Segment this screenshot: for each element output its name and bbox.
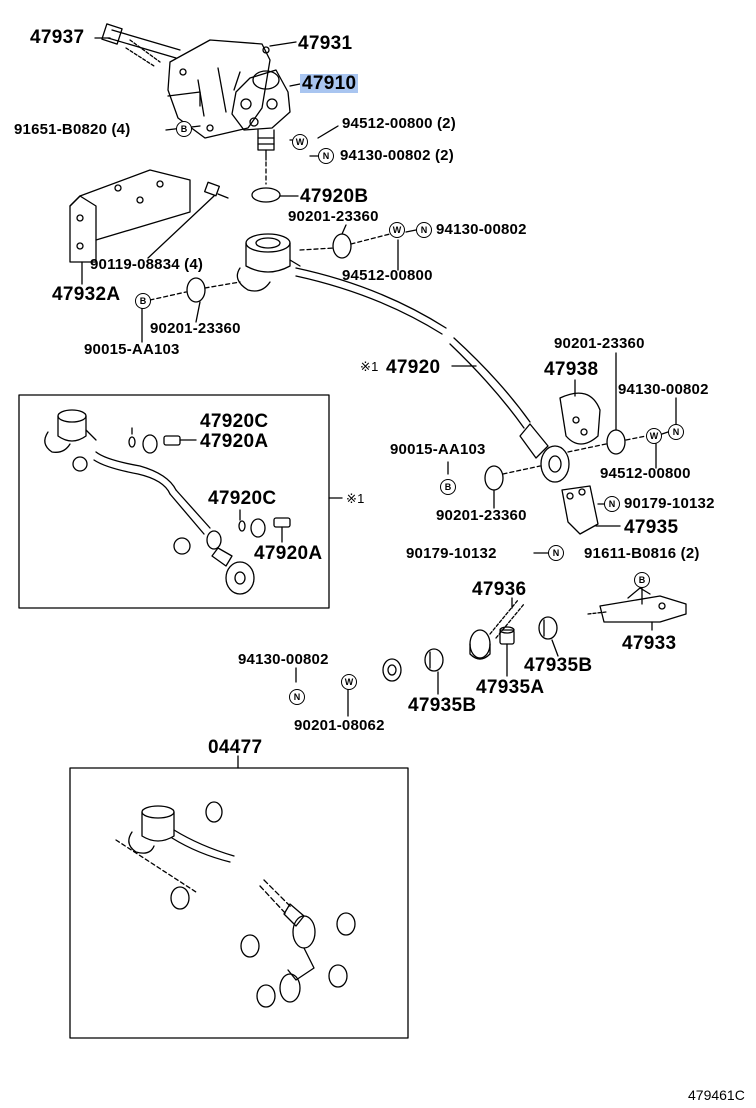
washer-marker: W: [341, 674, 357, 690]
bolt-90119: [204, 181, 229, 199]
label-90015-aa103-a[interactable]: 90015-AA103: [84, 341, 180, 358]
label-94512-00800-2[interactable]: 94512-00800 (2): [342, 115, 456, 132]
nut-marker: N: [318, 148, 334, 164]
o-ring-47920b: [251, 187, 281, 203]
label-90201-23360-c[interactable]: 90201-23360: [554, 335, 645, 352]
cushion-47935b-right: [538, 616, 558, 640]
valve-body-47910: [231, 69, 291, 161]
nut-marker: N: [548, 545, 564, 561]
label-47935b-1[interactable]: 47935B: [524, 655, 593, 676]
bracket-47932a: [69, 169, 191, 263]
label-47931[interactable]: 47931: [298, 33, 353, 54]
label-91651-b0820[interactable]: 91651-B0820 (4): [14, 121, 131, 138]
note-marker: ※1: [360, 359, 379, 374]
label-90201-23360-d[interactable]: 90201-23360: [436, 507, 527, 524]
label-47920a-1[interactable]: 47920A: [200, 431, 269, 452]
label-04477[interactable]: 04477: [208, 737, 263, 758]
label-47935[interactable]: 47935: [624, 517, 679, 538]
bolt-marker: B: [135, 293, 151, 309]
clamp-47935: [561, 485, 599, 535]
washer-90201-08062: [382, 658, 402, 682]
cover-47938: [559, 392, 601, 445]
label-94130-00802-c[interactable]: 94130-00802: [618, 381, 709, 398]
bracket-47933: [587, 587, 687, 623]
washer-marker: W: [646, 428, 662, 444]
label-47920a-2[interactable]: 47920A: [254, 543, 323, 564]
label-94130-00802-d[interactable]: 94130-00802: [238, 651, 329, 668]
bolt-marker: B: [634, 572, 650, 588]
label-47935a[interactable]: 47935A: [476, 677, 545, 698]
gasket-90201-b: [186, 277, 206, 303]
gasket-90201-c: [606, 429, 626, 455]
gasket-90201-d: [484, 465, 504, 491]
label-47937[interactable]: 47937: [30, 27, 85, 48]
label-47936[interactable]: 47936: [472, 579, 527, 600]
nut-marker: N: [289, 689, 305, 705]
label-47933[interactable]: 47933: [622, 633, 677, 654]
label-90201-23360-b[interactable]: 90201-23360: [150, 320, 241, 337]
label-47932a[interactable]: 47932A: [52, 284, 121, 305]
nut-marker: N: [668, 424, 684, 440]
label-90179-10132-a[interactable]: 90179-10132: [624, 495, 715, 512]
label-90201-23360-a[interactable]: 90201-23360: [288, 208, 379, 225]
label-94130-00802-a[interactable]: 94130-00802: [436, 221, 527, 238]
inset-box-1: [18, 394, 330, 609]
bolt-marker: B: [440, 479, 456, 495]
nut-marker: N: [604, 496, 620, 512]
note-marker-inset: ※1: [346, 491, 365, 506]
washer-marker: W: [292, 134, 308, 150]
label-90015-aa103-b[interactable]: 90015-AA103: [390, 441, 486, 458]
label-94512-00800-b[interactable]: 94512-00800: [600, 465, 691, 482]
label-91611-b0816[interactable]: 91611-B0816 (2): [584, 545, 700, 562]
cushion-47935b-left: [424, 648, 444, 672]
nut-marker: N: [416, 222, 432, 238]
label-47920c-2[interactable]: 47920C: [208, 488, 277, 509]
bolt-47937: [101, 23, 181, 67]
diagram-id: 479461C: [688, 1087, 745, 1103]
sleeve-47935a: [499, 626, 515, 645]
label-94130-00802-2[interactable]: 94130-00802 (2): [340, 147, 454, 164]
bolt-marker: B: [176, 121, 192, 137]
gasket-90201-a: [332, 233, 352, 259]
inset-box-04477: [69, 767, 409, 1039]
label-47920[interactable]: 47920: [386, 357, 441, 378]
inset2-parts: [115, 801, 356, 1008]
label-47938[interactable]: 47938: [544, 359, 599, 380]
label-90179-10132-b[interactable]: 90179-10132: [406, 545, 497, 562]
cylinder-fitting: [236, 233, 301, 292]
brake-hose-47920: [295, 267, 570, 483]
label-47910-highlighted[interactable]: 47910: [300, 73, 359, 94]
inset1-parts: [44, 409, 291, 595]
label-47920b[interactable]: 47920B: [300, 186, 369, 207]
label-90119-08834[interactable]: 90119-08834 (4): [90, 256, 204, 273]
washer-marker: W: [389, 222, 405, 238]
label-47935b-2[interactable]: 47935B: [408, 695, 477, 716]
bolt-47936: [469, 599, 525, 660]
label-90201-08062[interactable]: 90201-08062: [294, 717, 385, 734]
label-47920c-1[interactable]: 47920C: [200, 411, 269, 432]
label-94512-00800-a[interactable]: 94512-00800: [342, 267, 433, 284]
